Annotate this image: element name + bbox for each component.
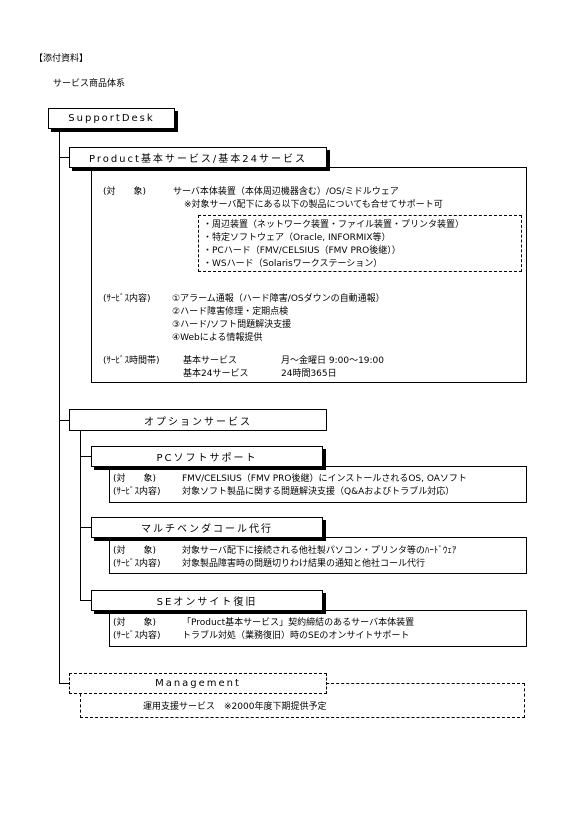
product-hours-label: (ｻｰﾋﾞｽ時間帯) [103,356,160,366]
branch-product-line [59,157,69,158]
product-target-line2: ※対象サーバ配下にある以下の製品についても合せてサポート可 [184,200,443,210]
product-target-line1: サーバ本体装置（本体周辺機器含む）/OS/ミドルウェア [173,187,399,197]
hours-row-time: 24時間365日 [281,369,337,379]
product-target-label: (対 象) [103,187,147,197]
pcsoft-target-label: (対 象) [113,474,157,484]
multivendor-content-label: (ｻｰﾋﾞｽ内容) [113,559,161,569]
multivendor-target-label: (対 象) [113,546,157,556]
seonsite-target-text: 「Product基本サービス」契約締結のあるサーバ本体装置 [182,618,415,628]
seonsite-service-box: SEオンサイト復旧 [91,590,323,611]
hours-row-name: 基本サービス [183,356,238,366]
document-subtitle: サービス商品体系 [53,79,126,89]
seonsite-details-panel [109,610,527,647]
multivendor-details-panel [109,537,527,574]
product-service-title: Product基本サービス/基本24サービス [88,154,308,165]
multivendor-content-text: 対象製品障害時の問題切りわけ結果の通知と他社コール代行 [182,559,426,569]
pcsoft-content-text: 対象ソフト製品に関する問題解決支援（Q&Aおよびトラブル対応） [182,487,455,497]
supportdesk-label: SupportDesk [68,113,155,124]
branch-seonsite-line [80,600,91,601]
seonsite-target-label: (対 象) [113,618,157,628]
seonsite-content-label: (ｻｰﾋﾞｽ内容) [113,631,161,641]
device-item: ・特定ソフトウェア（Oracle, INFORMIX等） [203,233,391,243]
device-item: ・WSハード（Solarisワークステーション） [203,259,383,269]
seonsite-content-text: トラブル対処（業務復旧）時のSEのオンサイトサポート [182,631,410,641]
product-content-label: (ｻｰﾋﾞｽ内容) [103,294,151,304]
option-subtree-line [80,431,81,601]
device-item: ・PCハード（FMV/CELSIUS（FMV PRO後継）） [203,246,401,256]
multivendor-service-box: マルチベンダコール代行 [91,517,323,538]
management-box: Management [69,673,327,694]
branch-pcsoft-line [80,456,91,457]
management-title: Management [155,678,241,689]
pcsoft-target-text: FMV/CELSIUS（FMV PRO後継）にインストールされるOS, OAソフ… [182,474,467,484]
content-item: ①アラーム通報（ハード障害/OSダウンの自動通報） [172,294,385,304]
management-text: 運用支援サービス ※2000年度下期提供予定 [143,702,327,712]
branch-management-line [59,683,69,684]
branch-multivendor-line [80,527,91,528]
option-service-box: オプションサービス [69,409,327,431]
multivendor-service-title: マルチベンダコール代行 [141,524,273,535]
device-item: ・周辺装置（ネットワーク装置・ファイル装置・プリンタ装置） [203,220,465,230]
product-service-box: Product基本サービス/基本24サービス [69,147,327,168]
pcsoft-service-box: PCソフトサポート [91,446,323,467]
pcsoft-details-panel [109,466,527,503]
hours-row-time: 月～金曜日 9:00～19:00 [281,356,385,366]
option-service-title: オプションサービス [144,416,252,428]
hours-row-name: 基本24サービス [183,369,249,379]
tree-trunk-line [59,129,60,683]
supportdesk-box: SupportDesk [48,108,175,129]
supported-devices-box [198,215,522,272]
pcsoft-service-title: PCソフトサポート [156,453,258,464]
seonsite-service-title: SEオンサイト復旧 [156,597,258,608]
content-item: ②ハード障害修理・定期点検 [172,307,289,317]
product-details-panel [91,167,527,383]
content-item: ④Webによる情報提供 [172,333,263,343]
pcsoft-content-label: (ｻｰﾋﾞｽ内容) [113,487,161,497]
multivendor-target-text: 対象サーバ配下に接続される他社製パソコン・プリンタ等のﾊｰﾄﾞｳｪｱ [182,546,457,556]
attachment-label: 【添付資料】 [34,54,89,64]
branch-option-line [59,420,69,421]
content-item: ③ハード/ソフト問題解決支援 [172,320,292,330]
